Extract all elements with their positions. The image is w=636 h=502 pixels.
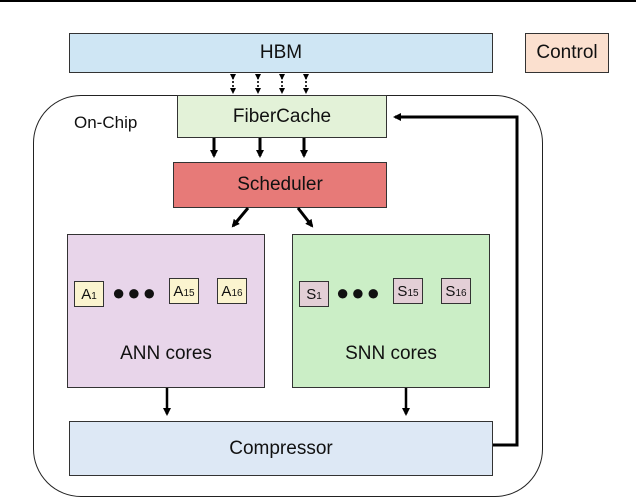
snn-unit-s16-index: 16 <box>455 287 467 299</box>
snn-unit-s16-letter: S <box>445 282 456 300</box>
compressor-block: Compressor <box>69 421 493 476</box>
control-label: Control <box>536 42 598 63</box>
hbm-block: HBM <box>69 33 493 73</box>
scheduler-cores-arrows <box>231 207 314 228</box>
ann-unit-a1-index: 1 <box>91 290 97 302</box>
fibercache-label: FiberCache <box>232 105 332 127</box>
snn-cores-label: SNN cores <box>345 343 437 364</box>
control-block: Control <box>525 33 609 73</box>
snn-unit-s1-letter: S <box>306 285 317 303</box>
scheduler-block: Scheduler <box>173 162 387 208</box>
snn-cores-block: SNN cores <box>292 234 490 388</box>
ann-cores-label: ANN cores <box>120 343 212 364</box>
ann-unit-a1-letter: A <box>81 285 92 303</box>
compressor-label: Compressor <box>229 437 333 459</box>
ann-ellipsis: ●●● <box>112 280 158 305</box>
ann-cores-block: ANN cores <box>67 234 265 388</box>
ann-unit-a15-index: 15 <box>183 287 195 299</box>
snn-ellipsis: ●●● <box>336 280 382 305</box>
ann-unit-a16-letter: A <box>221 282 232 300</box>
hbm-fibercache-links <box>230 74 309 94</box>
on-chip-label: On-Chip <box>74 113 138 132</box>
ann-unit-a15-letter: A <box>173 282 184 300</box>
top-border-line <box>0 0 636 2</box>
cores-compressor-arrows <box>163 388 410 416</box>
fibercache-scheduler-arrows <box>210 138 308 158</box>
compressor-feedback-arrow <box>393 113 519 447</box>
snn-unit-s15-letter: S <box>397 282 408 300</box>
scheduler-label: Scheduler <box>237 174 323 195</box>
snn-unit-s1-index: 1 <box>316 290 322 302</box>
snn-unit-s15-index: 15 <box>407 287 419 299</box>
fibercache-block: FiberCache <box>177 95 387 138</box>
hbm-label: HBM <box>259 42 303 63</box>
ann-unit-a16-index: 16 <box>231 287 243 299</box>
